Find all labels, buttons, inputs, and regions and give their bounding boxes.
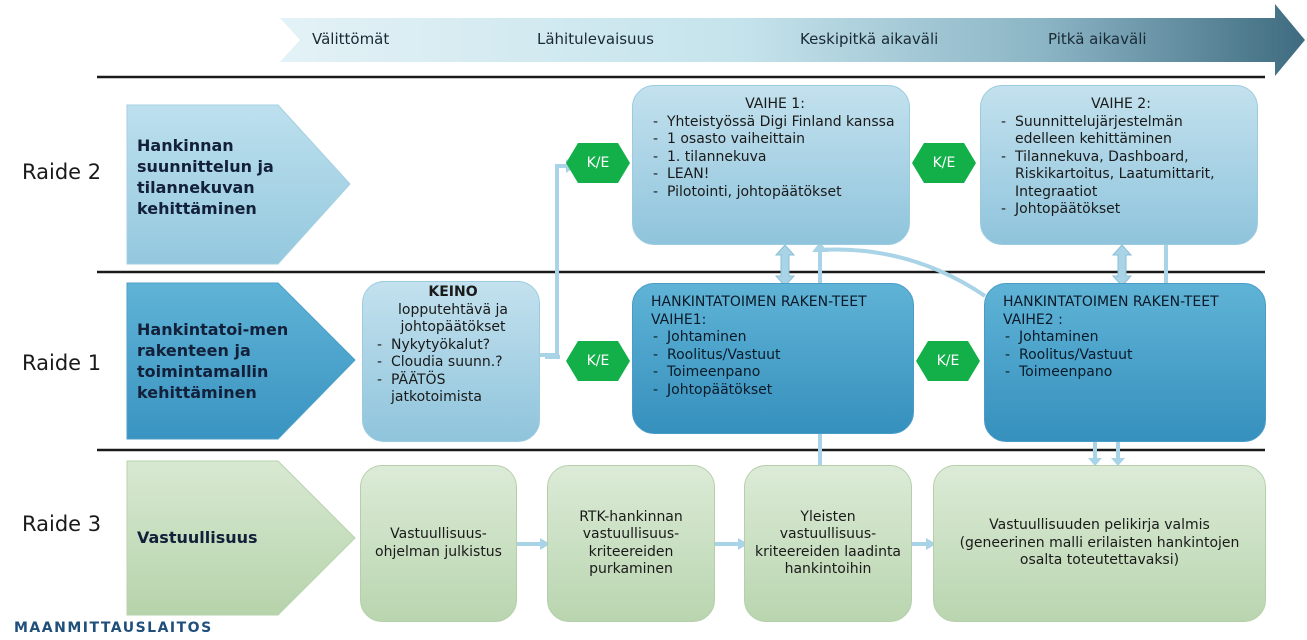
green-box-julkistus: Vastuullisuus-ohjelman julkistus bbox=[360, 465, 517, 622]
connector-vaihe1-curve bbox=[819, 247, 987, 298]
green-box-text: RTK-hankinnan vastuullisuus-kriteereiden… bbox=[579, 508, 683, 578]
ke-hexagon: K/E bbox=[912, 143, 976, 183]
green-box-yleiset: Yleisten vastuullisuus-kriteereiden laad… bbox=[744, 465, 912, 622]
ke-label: K/E bbox=[932, 155, 956, 171]
green-box-pelikirja: Vastuullisuuden pelikirja valmis (geneer… bbox=[933, 465, 1266, 622]
arrowhead bbox=[1088, 458, 1102, 466]
list-item: 1. tilannekuva bbox=[651, 149, 899, 167]
list-item: Tilannekuva, Dashboard, Riskikartoitus, … bbox=[999, 149, 1243, 202]
row-label-raide2: Raide 2 bbox=[22, 160, 102, 184]
ke-label: K/E bbox=[586, 155, 610, 171]
vaihe2-list: Suunnittelujärjestelmän edelleen kehittä… bbox=[999, 114, 1243, 219]
ke-hexagon: K/E bbox=[566, 143, 630, 183]
raide3-pentagon bbox=[126, 460, 356, 616]
green-box-text: Vastuullisuuden pelikirja valmis (geneer… bbox=[959, 517, 1240, 569]
arrowhead bbox=[1111, 458, 1125, 466]
raide1-pentagon bbox=[126, 282, 356, 440]
ke-hexagon: K/E bbox=[916, 341, 980, 381]
vaihe2-title: VAIHE 2: bbox=[1091, 96, 1151, 112]
list-item: Roolitus/Vastuut bbox=[651, 347, 901, 365]
connector-keino-up bbox=[540, 164, 566, 357]
timeline-label-valittomat: Välittömät bbox=[312, 30, 390, 48]
list-item: Nykytyökalut? bbox=[375, 337, 531, 355]
ke-label: K/E bbox=[586, 353, 610, 369]
rakenteet-vaihe2-box: HANKINTATOIMEN RAKEN-TEET VAIHE2 : Johta… bbox=[984, 283, 1266, 442]
green-box-rtk: RTK-hankinnan vastuullisuus-kriteereiden… bbox=[547, 465, 715, 622]
list-item: Yhteistyössä Digi Finland kanssa bbox=[651, 114, 899, 132]
list-item: 1 osasto vaiheittain bbox=[651, 131, 899, 149]
green-box-text: Yleisten vastuullisuus-kriteereiden laad… bbox=[755, 508, 902, 578]
green-box-text: Vastuullisuus-ohjelman julkistus bbox=[375, 526, 502, 560]
list-item: Johtaminen bbox=[651, 329, 901, 347]
list-item: LEAN! bbox=[651, 166, 899, 184]
timeline-label-keskipitka: Keskipitkä aikaväli bbox=[800, 30, 939, 48]
double-arrow bbox=[774, 244, 796, 287]
keino-subtitle: lopputehtävä ja johtopäätökset bbox=[398, 301, 508, 336]
maanmittauslaitos-logo: MAANMITTAUSLAITOS bbox=[14, 620, 213, 636]
vaihe2-box: VAIHE 2: Suunnittelujärjestelmän edellee… bbox=[980, 85, 1258, 245]
row-label-raide1: Raide 1 bbox=[22, 351, 102, 375]
rakenteet-vaihe1-box: HANKINTATOIMEN RAKEN-TEET VAIHE1: Johtam… bbox=[632, 283, 914, 434]
rakenteet-vaihe2-title: HANKINTATOIMEN RAKEN-TEET VAIHE2 : bbox=[1003, 294, 1219, 328]
timeline-label-lahitulevaisuus: Lähitulevaisuus bbox=[537, 30, 654, 48]
list-item: PÄÄTÖS jatkotoimista bbox=[375, 372, 531, 407]
list-item: Johtopäätökset bbox=[651, 382, 901, 400]
raide2-pentagon-label: Hankinnan suunnittelun ja tilannekuvan k… bbox=[137, 136, 274, 218]
raide2-pentagon bbox=[126, 104, 351, 265]
ke-hexagon: K/E bbox=[566, 341, 630, 381]
rakenteet-vaihe1-list: Johtaminen Roolitus/Vastuut Toimeenpano … bbox=[651, 329, 901, 399]
arrowhead bbox=[926, 538, 936, 550]
rakenteet-vaihe1-title: HANKINTATOIMEN RAKEN-TEET VAIHE1: bbox=[651, 294, 867, 328]
list-item: Toimeenpano bbox=[651, 364, 901, 382]
list-item: Pilotointi, johtopäätökset bbox=[651, 184, 899, 202]
vaihe1-title: VAIHE 1: bbox=[745, 96, 805, 112]
vaihe1-list: Yhteistyössä Digi Finland kanssa 1 osast… bbox=[651, 114, 899, 202]
list-item: Johtaminen bbox=[1003, 329, 1253, 347]
arrowhead bbox=[540, 538, 550, 550]
raide3-pentagon-label: Vastuullisuus bbox=[137, 528, 258, 547]
arrowhead bbox=[738, 538, 748, 550]
keino-title: KEINO bbox=[428, 284, 478, 300]
list-item: Toimeenpano bbox=[1003, 364, 1253, 382]
arrowhead bbox=[812, 242, 828, 252]
list-item: Suunnittelujärjestelmän edelleen kehittä… bbox=[999, 114, 1243, 149]
keino-box: KEINO lopputehtävä ja johtopäätökset Nyk… bbox=[362, 281, 540, 442]
ke-label: K/E bbox=[936, 353, 960, 369]
list-item: Cloudia suunn.? bbox=[375, 354, 531, 372]
rakenteet-vaihe2-list: Johtaminen Roolitus/Vastuut Toimeenpano bbox=[1003, 329, 1253, 382]
keino-list: Nykytyökalut? Cloudia suunn.? PÄÄTÖS jat… bbox=[375, 337, 531, 407]
timeline-arrow bbox=[280, 4, 1305, 76]
row-label-raide3: Raide 3 bbox=[22, 512, 102, 536]
list-item: Johtopäätökset bbox=[999, 201, 1243, 219]
timeline-label-pitka: Pitkä aikaväli bbox=[1048, 30, 1147, 48]
raide1-pentagon-label: Hankintatoi-men rakenteen ja toimintamal… bbox=[137, 320, 289, 402]
vaihe1-box: VAIHE 1: Yhteistyössä Digi Finland kanss… bbox=[632, 85, 910, 245]
list-item: Roolitus/Vastuut bbox=[1003, 347, 1253, 365]
double-arrow bbox=[1111, 244, 1133, 287]
